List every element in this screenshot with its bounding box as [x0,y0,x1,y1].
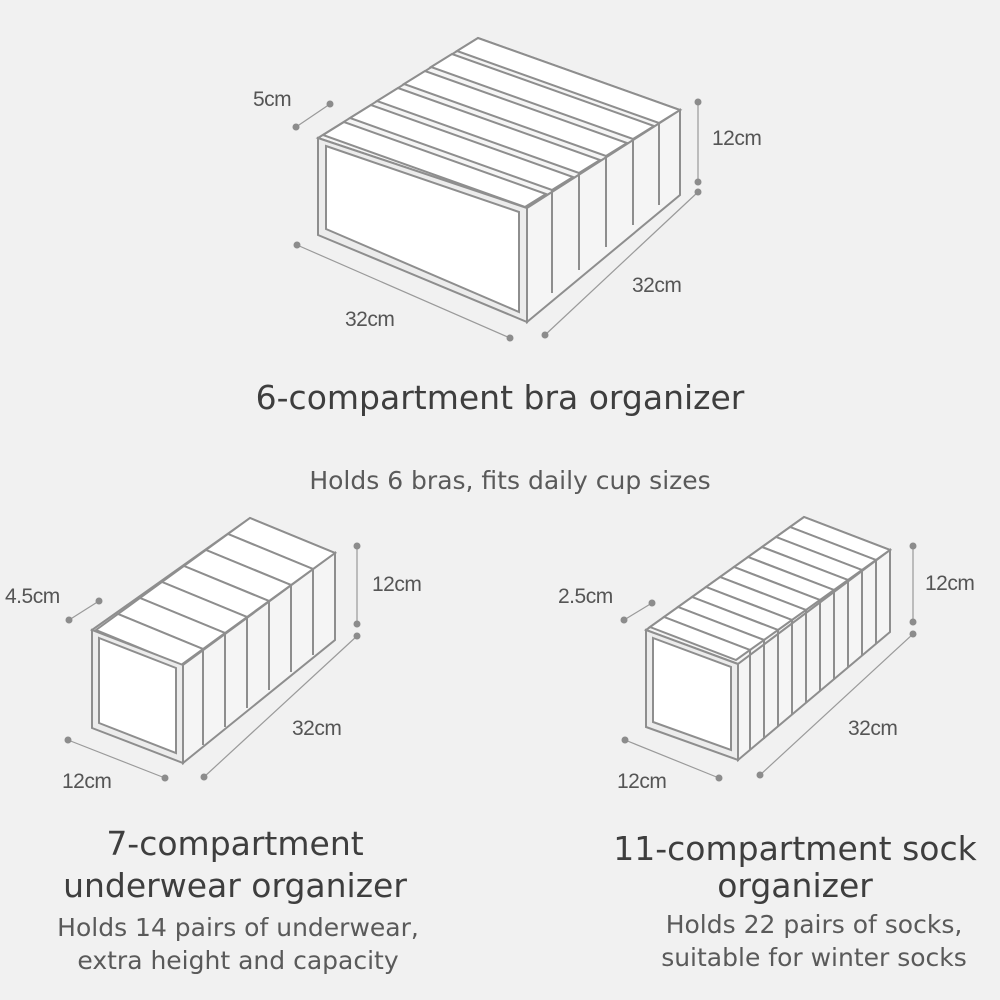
underwear-organizer-title-line1: 7-compartment [106,824,364,863]
sock-slot-label: 2.5cm [558,585,613,608]
bra-slot-label: 5cm [253,88,291,111]
sock-depth-label: 32cm [848,717,897,740]
underwear-width-label: 12cm [62,770,111,793]
underwear-organizer-title-line2: underwear organizer [63,866,407,905]
box-front-inner [652,636,732,752]
bra-height-label: 12cm [712,127,761,150]
underwear-organizer-subtitle-line1: Holds 14 pairs of underwear, [57,913,419,942]
sock-width-label: 12cm [617,770,666,793]
underwear-organizer-diagram: 12cm 32cm 12cm 4.5cm [5,516,422,793]
bra-organizer-title: 6-compartment bra organizer [255,378,745,417]
sock-organizer-diagram: 12cm 32cm 12cm 2.5cm [558,515,975,793]
box-front-inner [325,144,520,314]
box-front-inner [98,636,177,755]
sock-height-label: 12cm [925,572,974,595]
underwear-depth-label: 32cm [292,717,341,740]
bra-organizer-subtitle: Holds 6 bras, fits daily cup sizes [309,466,711,495]
compartment-dividers [320,36,683,293]
bra-depth-label: 32cm [632,274,681,297]
compartment-dividers [93,516,338,745]
sock-organizer-subtitle-line2: suitable for winter socks [661,943,967,972]
sock-organizer-subtitle-line1: Holds 22 pairs of socks, [665,910,963,939]
dimension-lines [620,542,917,782]
dimension-lines [292,98,702,342]
underwear-organizer-subtitle-line2: extra height and capacity [77,946,399,975]
sock-organizer-title-line1: 11-compartment sock [613,829,977,868]
underwear-height-label: 12cm [372,573,421,596]
sock-organizer-title-line2: organizer [717,866,873,905]
dimension-lines [64,542,361,782]
underwear-slot-label: 4.5cm [5,585,60,608]
bra-organizer-diagram: 32cm 32cm 12cm 5cm [253,36,762,342]
compartment-dividers [647,515,893,750]
bra-width-label: 32cm [345,308,394,331]
